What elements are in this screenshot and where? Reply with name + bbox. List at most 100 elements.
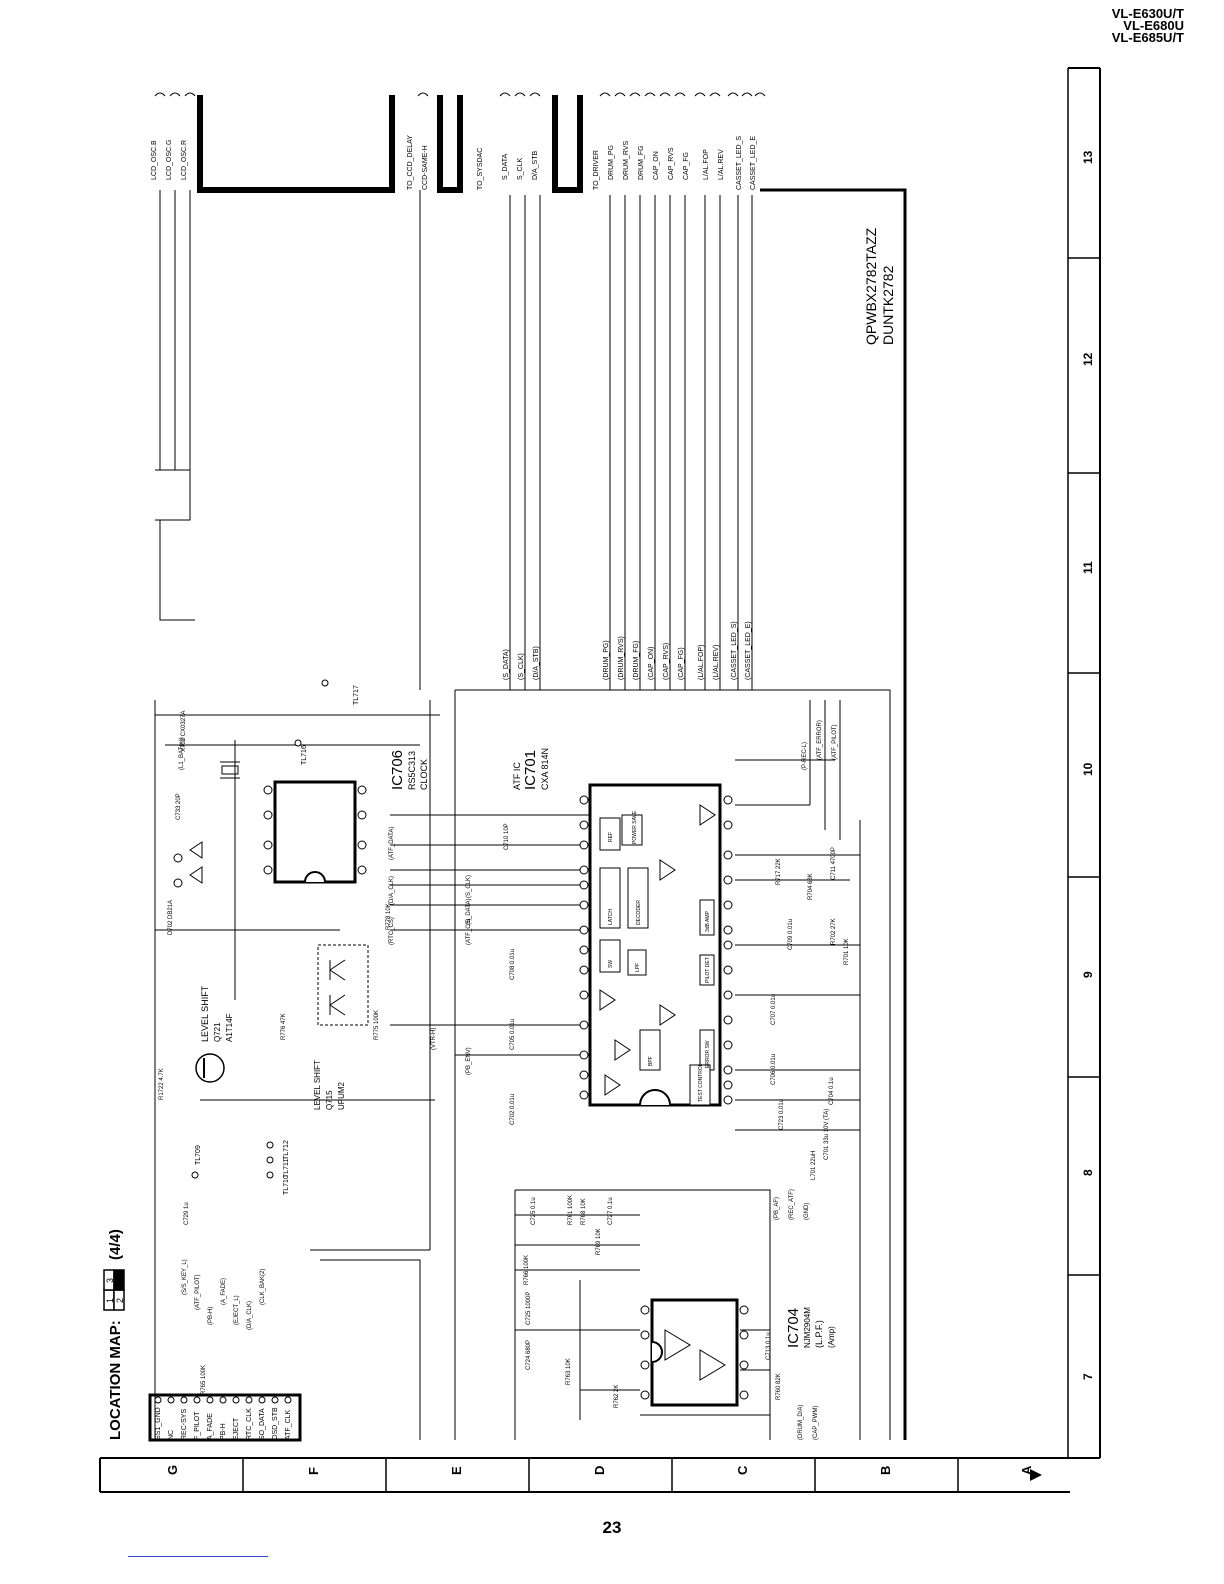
column-label: 7 — [1081, 1373, 1095, 1380]
row-label: A — [1019, 1465, 1034, 1475]
ic-ref: IC704 — [785, 1308, 802, 1348]
schematic-wiring — [154, 95, 907, 1440]
board-unit-number: DUNTK2782 — [880, 265, 896, 345]
signal-label: (A_FADE) — [221, 1278, 227, 1305]
signal-label: LCD_OSC.G — [166, 140, 173, 180]
signal-label: DRUM_PG — [608, 145, 615, 180]
ic-part: CXA 814N — [540, 748, 550, 790]
signal-label: (ATF_ERROR) — [817, 720, 823, 760]
location-map: LOCATION MAP: 1 3 2 (4/4) — [103, 1229, 125, 1440]
ic701-block: PILOT DET — [705, 957, 711, 983]
component-label: C729 1u — [184, 1202, 190, 1225]
component-label: R763 10K — [566, 1358, 572, 1385]
board-part-number: QPWBX2782TAZZ — [863, 227, 879, 345]
model-name: VL-E630U/T — [1111, 6, 1184, 21]
location-map-part: (4/4) — [107, 1229, 124, 1260]
row-label: C — [735, 1465, 750, 1475]
test-point-label: TL711 — [283, 1159, 290, 1178]
ic-ref: IC706 — [389, 750, 406, 790]
bus-signal-labels: (S_DATA) (S_CLK) (D/A_STB) (DRUM_PG) (DR… — [503, 621, 752, 680]
connector-pin-label: SO_DATA — [259, 1408, 266, 1440]
component-label: L701 22uH — [811, 1151, 817, 1180]
bus-label: (DRUM_FG) — [633, 641, 640, 680]
signal-label: LCD_OSC.B — [151, 140, 158, 180]
column-label: 8 — [1081, 1169, 1095, 1176]
signal-label: CAP_RVS — [668, 147, 675, 180]
model-name: VL-E685U/T — [1111, 30, 1184, 45]
component-label: R760 82K — [776, 1373, 782, 1400]
signal-label: (ATF_PILOT) — [832, 724, 838, 760]
signal-label: (CLK_BAK(2) — [260, 1269, 266, 1305]
component-label: C723 0.01u — [779, 1099, 785, 1130]
component-label: C713 0.1u — [766, 1332, 772, 1360]
signal-label: D/A_STB — [532, 150, 539, 180]
map-cell: 3 — [105, 1278, 115, 1283]
component-label: C709 0.01u — [788, 919, 794, 950]
diode-d702 — [173, 841, 203, 888]
model-name: VL-E680U — [1123, 18, 1184, 33]
location-map-label: LOCATION MAP: — [107, 1320, 124, 1440]
ic704-chip: IC704 NJM2904M (L.P.F.) (Amp) — [640, 1298, 836, 1407]
ic-part: RS5C313 — [407, 751, 417, 790]
left-connector: SS1_GND NC REC-SYS F_PILOT A_FADE PB-H E… — [148, 1393, 302, 1442]
connector-pin-label: F_PILOT — [194, 1411, 201, 1440]
ic701-block: ERROR SW — [705, 1040, 711, 1068]
component-label: C705 0.01u — [510, 1019, 516, 1050]
component-label: R768 10K — [581, 1198, 587, 1225]
signal-label: CASSET_LED_S — [736, 136, 743, 190]
connector-pin-label: RTC_CLK — [246, 1408, 253, 1440]
test-point-label: TL709 — [195, 1145, 202, 1165]
signal-label: (DRUM_D/A) — [798, 1405, 804, 1440]
test-points: TL717 TL716 TL709 TL710 TL711 TL712 — [191, 679, 360, 1195]
crystal-x702 — [220, 761, 240, 779]
q-ref: Q721 — [213, 1022, 222, 1042]
signal-label: TO_SYSDAC — [477, 148, 484, 190]
ic-ref: ATF IC — [512, 762, 522, 790]
ic701-block: BPF — [648, 1056, 654, 1066]
signal-label: (S_DATA) — [466, 899, 472, 925]
component-label: C708 0.01u — [510, 949, 516, 980]
column-dividers — [1068, 257, 1100, 1276]
model-list: VL-E630U/T VL-E680U VL-E685U/T — [1111, 6, 1184, 45]
test-point-label: TL716 — [301, 745, 308, 765]
ic701-block: POWER SAVE — [632, 810, 638, 844]
signal-label: (P-REC-L) — [802, 742, 808, 770]
ic-part: NJM2904M — [803, 1307, 812, 1348]
bus-label: (DRUM_RVS) — [618, 636, 625, 680]
connector-pin-label: EJECT — [233, 1417, 240, 1440]
signal-label: (REC_ATF) — [789, 1189, 795, 1220]
signal-label: (ATF_CS) — [466, 918, 472, 945]
signal-label: (S_CLK) — [466, 875, 472, 898]
signal-label: DRUM_FG — [638, 145, 645, 180]
component-label: R766 100K — [524, 1255, 530, 1285]
signal-label: (D/A_CLK) — [247, 1301, 253, 1330]
column-label: 13 — [1081, 150, 1095, 164]
bus-label: (CAP_RVS) — [663, 643, 670, 680]
row-label: E — [449, 1466, 464, 1475]
signal-label: (GND) — [804, 1203, 810, 1220]
component-label: C725 0.1u — [531, 1197, 537, 1225]
ic-ref: IC701 — [522, 750, 539, 790]
component-label: R778 10K — [386, 903, 392, 930]
signal-label: S_DATA — [502, 153, 509, 180]
test-point-label: TL717 — [353, 685, 360, 705]
component-label: D702 DB21A — [168, 900, 174, 935]
bus-label: (CASSET_LED_S) — [731, 621, 738, 680]
ic-func: (Amp) — [827, 1326, 836, 1348]
component-label: R769 10K — [596, 1228, 602, 1255]
ic701-chip: REF POWER SAVE LATCH DECODER SW LPF 3dB … — [512, 748, 733, 1107]
ic701-block: 3dB AMP — [705, 910, 711, 932]
component-label: C704 0.1u — [829, 1077, 835, 1105]
connector-pin-label: REC-SYS — [181, 1409, 188, 1440]
component-label: R762 2K — [614, 1385, 620, 1408]
ic-func: (L.P.F.) — [814, 1320, 824, 1348]
bus-label: (CAP_ON) — [648, 647, 655, 680]
signal-label: (ATF_PILOT) — [195, 1274, 201, 1310]
signal-label: (EJECT_L) — [234, 1295, 240, 1325]
signal-label: L/AL.FOP — [703, 149, 710, 180]
bus-label: (CASSET_LED_E) — [745, 621, 752, 680]
connector-ends — [154, 92, 766, 97]
column-label: 11 — [1081, 561, 1095, 574]
component-label: R775 100K — [374, 1010, 380, 1040]
